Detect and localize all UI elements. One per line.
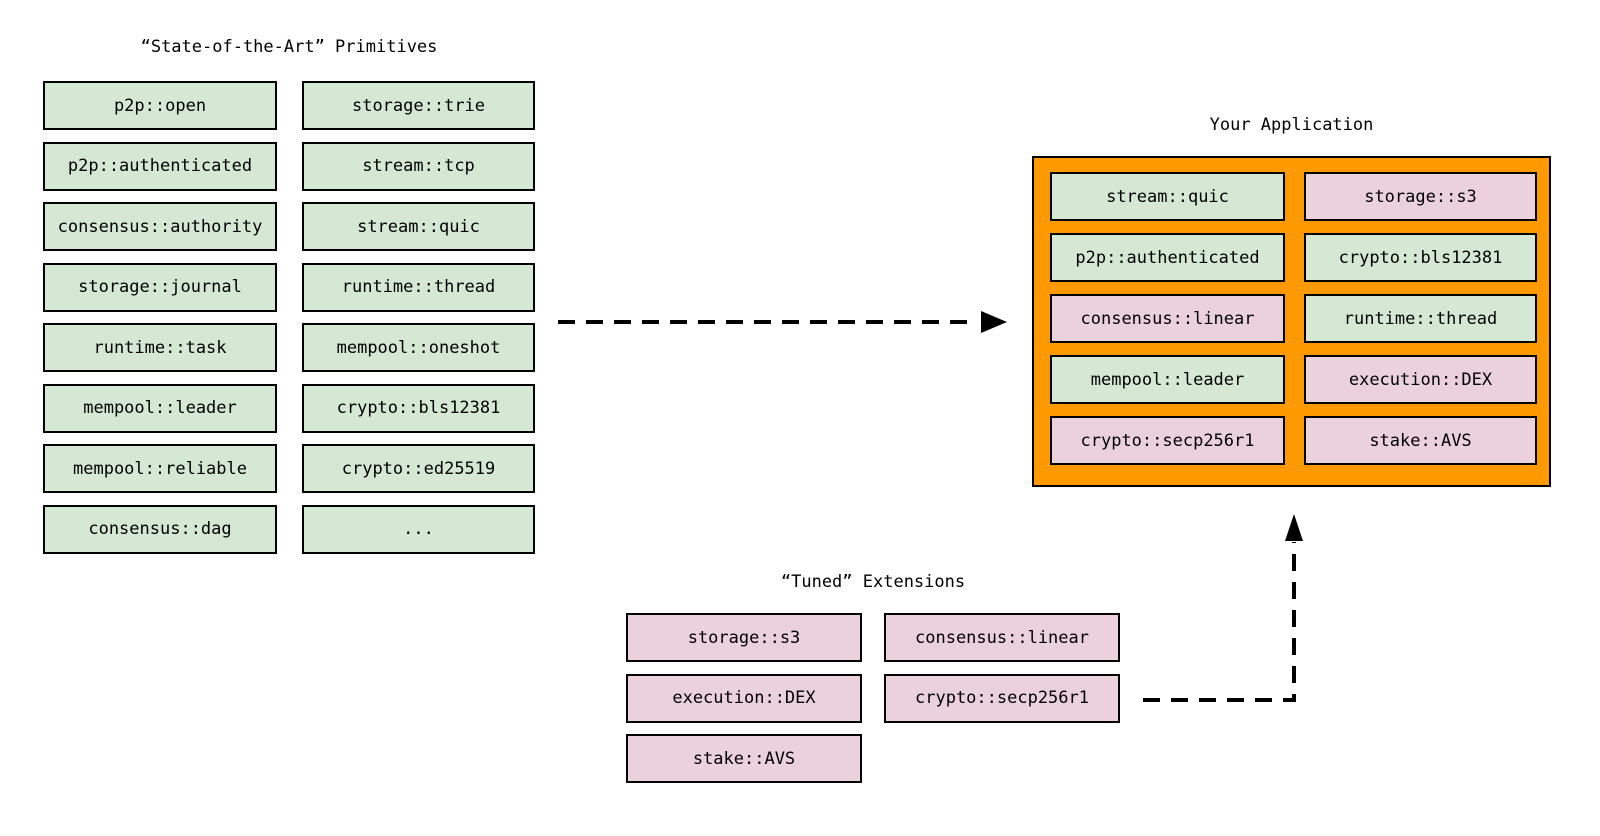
app-module-box: stream::quic [1050,172,1285,221]
primitives-column-1: p2p::open p2p::authenticated consensus::… [43,81,277,554]
application-title: Your Application [1209,115,1374,135]
primitive-box: runtime::task [43,323,277,372]
primitives-to-application-arrow [558,311,1007,333]
extension-box: crypto::secp256r1 [884,673,1120,723]
primitive-box: mempool::reliable [43,444,277,493]
extension-box: consensus::linear [884,613,1120,662]
app-module-box: crypto::bls12381 [1304,233,1537,282]
app-module-box: execution::DEX [1304,355,1537,404]
extension-box: stake::AVS [626,734,862,783]
primitive-box: p2p::authenticated [43,141,277,191]
primitive-box: mempool::oneshot [302,323,535,372]
primitive-box: p2p::open [43,81,277,130]
primitive-box: crypto::ed25519 [302,444,535,493]
primitive-box: storage::journal [43,262,277,312]
extensions-column-2: consensus::linear crypto::secp256r1 [884,613,1120,723]
app-module-box: mempool::leader [1050,355,1285,404]
primitive-box: mempool::leader [43,383,277,433]
primitive-box: stream::quic [302,202,535,251]
extension-box: storage::s3 [626,613,862,662]
primitive-box: runtime::thread [302,262,535,312]
primitive-box: crypto::bls12381 [302,383,535,433]
primitive-box: consensus::authority [43,202,277,251]
app-module-box: consensus::linear [1050,294,1285,343]
extensions-column-1: storage::s3 execution::DEX stake::AVS [626,613,862,783]
app-module-box: storage::s3 [1304,172,1537,221]
primitive-box: storage::trie [302,81,535,130]
app-module-box: crypto::secp256r1 [1050,416,1285,465]
application-column-2: storage::s3 crypto::bls12381 runtime::th… [1304,172,1537,465]
app-module-box: p2p::authenticated [1050,233,1285,282]
primitive-box: stream::tcp [302,141,535,191]
application-column-1: stream::quic p2p::authenticated consensu… [1050,172,1285,465]
extensions-to-application-arrow [1143,514,1303,702]
extension-box: execution::DEX [626,673,862,723]
extensions-title: “Tuned” Extensions [780,572,966,592]
primitives-title: “State-of-the-Art” Primitives [140,37,438,57]
app-module-box: runtime::thread [1304,294,1537,343]
app-module-box: stake::AVS [1304,416,1537,465]
primitive-box: consensus::dag [43,504,277,554]
primitives-column-2: storage::trie stream::tcp stream::quic r… [302,81,535,554]
primitive-box-ellipsis: ... [302,504,535,554]
